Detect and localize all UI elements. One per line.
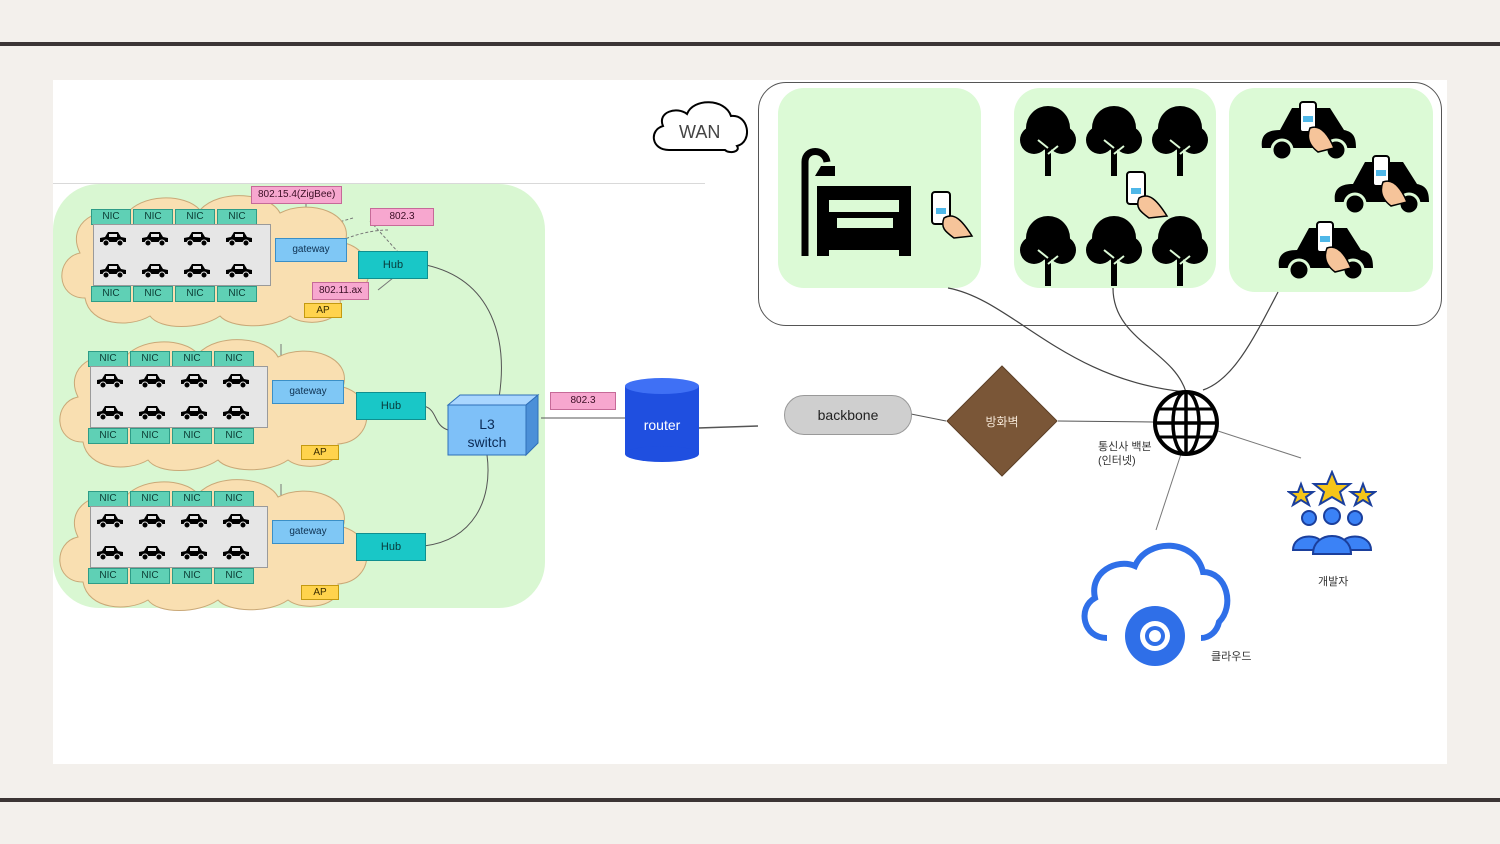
phone-hand-icon	[931, 191, 974, 239]
gateway: gateway	[272, 380, 344, 404]
firewall-label: 방화벽	[985, 415, 1019, 429]
gateway: gateway	[272, 520, 344, 544]
car-icon	[95, 371, 125, 389]
l3-switch-icon	[446, 393, 540, 457]
cloud-service-icon	[1081, 542, 1231, 666]
car-icon	[224, 229, 254, 247]
bottom-rule	[0, 798, 1500, 802]
car-icon	[140, 261, 170, 279]
car-icon	[95, 403, 125, 421]
diagram-canvas: NIC NIC NIC NIC NIC NIC NIC NIC gateway …	[53, 80, 1447, 764]
l3-switch-line1: L3	[479, 416, 495, 432]
router-icon	[625, 378, 699, 462]
tree-icon	[1020, 106, 1076, 176]
car-phone-icon	[1261, 101, 1356, 162]
globe-icon	[1153, 390, 1219, 456]
tree-icon	[1152, 216, 1208, 286]
car-icon	[137, 511, 167, 529]
nic: NIC	[130, 428, 170, 444]
router-label: router	[643, 417, 681, 433]
nic: NIC	[172, 568, 212, 584]
nic: NIC	[88, 568, 128, 584]
l3-switch-line2: switch	[467, 434, 507, 450]
developer-label: 개발자	[1318, 576, 1349, 588]
car-icon	[182, 229, 212, 247]
car-icon	[221, 543, 251, 561]
protocol-8023: 802.3	[370, 208, 434, 226]
wan-label: WAN	[679, 122, 721, 142]
car-icon	[140, 229, 170, 247]
car-icon	[179, 511, 209, 529]
car-group	[90, 366, 268, 428]
car-phone-icon	[1278, 221, 1373, 282]
tree-icon	[1086, 106, 1142, 176]
nic: NIC	[217, 286, 257, 302]
protocol-zigbee: 802.15.4(ZigBee)	[251, 186, 343, 204]
backbone-label: backbone	[817, 407, 879, 423]
internet-label-2: (인터넷)	[1098, 455, 1136, 467]
nic: NIC	[175, 286, 215, 302]
access-point: AP	[301, 585, 339, 600]
hub: Hub	[356, 392, 426, 420]
backbone-node	[784, 395, 912, 435]
phone-hand-icon	[1126, 171, 1169, 219]
car-group	[90, 506, 268, 568]
car-icon	[137, 543, 167, 561]
hub: Hub	[356, 533, 426, 561]
protocol-wifi: 802.11.ax	[312, 282, 370, 300]
access-point: AP	[301, 445, 339, 460]
tree-icon	[1152, 106, 1208, 176]
car-phone-icon	[1334, 155, 1429, 216]
firewall-icon	[946, 365, 1058, 477]
cloud-label: 클라우드	[1211, 651, 1252, 663]
car-icon	[95, 511, 125, 529]
car-icon	[224, 261, 254, 279]
car-icon	[221, 511, 251, 529]
divider-line	[53, 183, 705, 184]
wan-cloud-icon	[653, 101, 748, 154]
car-icon	[98, 261, 128, 279]
car-icon	[221, 403, 251, 421]
tree-icon	[1020, 216, 1076, 286]
car-icon	[98, 229, 128, 247]
nic: NIC	[214, 568, 254, 584]
internet-label-1: 통신사 백본	[1098, 441, 1152, 453]
car-icon	[179, 403, 209, 421]
car-icon	[179, 371, 209, 389]
car-group	[93, 224, 271, 286]
developers-icon	[1287, 470, 1377, 555]
bed-shower-icon	[801, 148, 911, 256]
car-icon	[137, 371, 167, 389]
car-icon	[221, 371, 251, 389]
car-icon	[179, 543, 209, 561]
nic: NIC	[172, 428, 212, 444]
access-point: AP	[304, 303, 342, 318]
gateway: gateway	[275, 238, 347, 262]
nic: NIC	[214, 428, 254, 444]
car-icon	[95, 543, 125, 561]
tree-icon	[1086, 216, 1142, 286]
car-icon	[137, 403, 167, 421]
car-icon	[182, 261, 212, 279]
wan-connections	[910, 287, 1302, 531]
protocol-8023-router: 802.3	[550, 392, 616, 410]
nic: NIC	[130, 568, 170, 584]
top-rule	[0, 42, 1500, 46]
nic: NIC	[91, 286, 131, 302]
nic: NIC	[88, 428, 128, 444]
hub: Hub	[358, 251, 428, 279]
nic: NIC	[133, 286, 173, 302]
